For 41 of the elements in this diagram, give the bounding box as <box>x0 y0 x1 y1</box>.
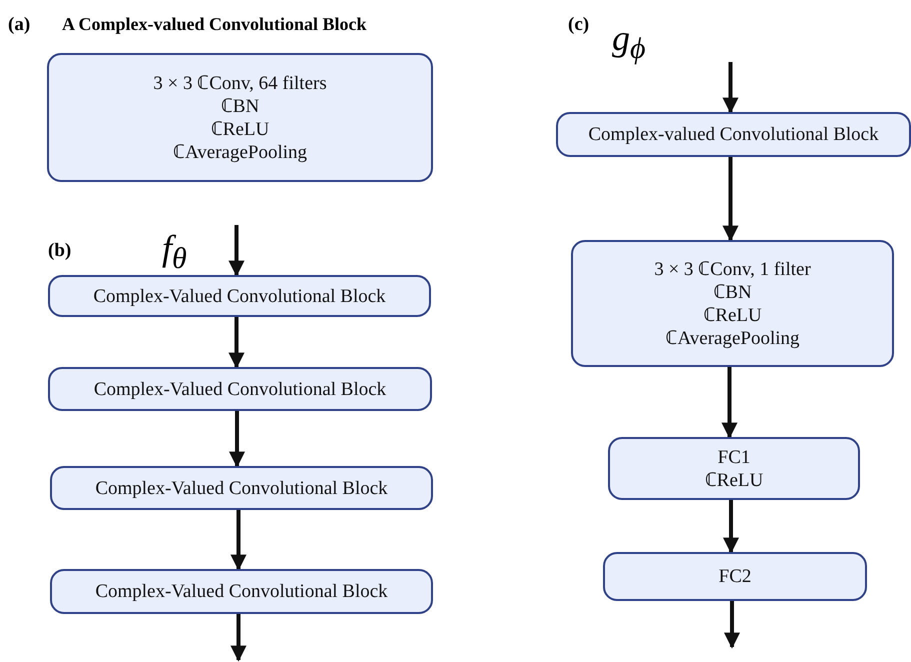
process-box <box>50 569 433 614</box>
arrow <box>724 601 740 649</box>
process-box <box>48 367 432 411</box>
box-text: ℂReLU <box>210 118 270 140</box>
box-text: ℂReLU <box>703 304 762 326</box>
panel-label: (a) <box>8 14 30 36</box>
process-box <box>47 53 433 182</box>
box-text: Complex-Valued Convolutional Block <box>95 580 388 603</box>
function-symbol: g$_{ϕ}$ <box>612 18 646 68</box>
process-box <box>571 240 894 367</box>
process-box <box>603 552 867 601</box>
process-box <box>608 437 860 500</box>
box-text: ℂBN <box>713 280 752 304</box>
box-text: FC1 <box>718 446 750 468</box>
box-text: FC2 <box>718 565 752 588</box>
process-box <box>50 466 433 510</box>
box-text: Complex-valued Convolutional Block <box>588 123 879 146</box>
box-text: ℂAveragePooling <box>172 140 308 164</box>
arrow <box>228 225 244 277</box>
panel-label: (c) <box>568 14 590 36</box>
arrow <box>722 367 738 439</box>
box-text: 3 × 3 ℂConv, 64 filters <box>153 72 327 94</box>
process-box <box>48 275 431 317</box>
process-box <box>556 112 911 157</box>
arrow <box>722 157 738 242</box>
box-text: 3 × 3 ℂConv, 1 filter <box>654 258 811 280</box>
panel-heading: A Complex-valued Convolutional Block <box>62 14 367 35</box>
box-text: ℂReLU <box>704 468 764 492</box>
arrow <box>230 614 246 662</box>
arrow <box>723 500 739 554</box>
arrow <box>722 62 738 114</box>
box-text: ℂAveragePooling <box>665 326 800 350</box>
function-symbol: f$_{θ}$ <box>162 228 187 278</box>
arrow <box>230 510 246 571</box>
box-text: ℂBN <box>220 94 260 118</box>
panel-label: (b) <box>48 240 72 262</box>
box-text: Complex-Valued Convolutional Block <box>95 476 388 500</box>
arrow <box>228 317 244 369</box>
box-text: Complex-Valued Convolutional Block <box>94 378 386 400</box>
box-text: Complex-Valued Convolutional Block <box>93 284 386 308</box>
arrow <box>229 411 245 468</box>
